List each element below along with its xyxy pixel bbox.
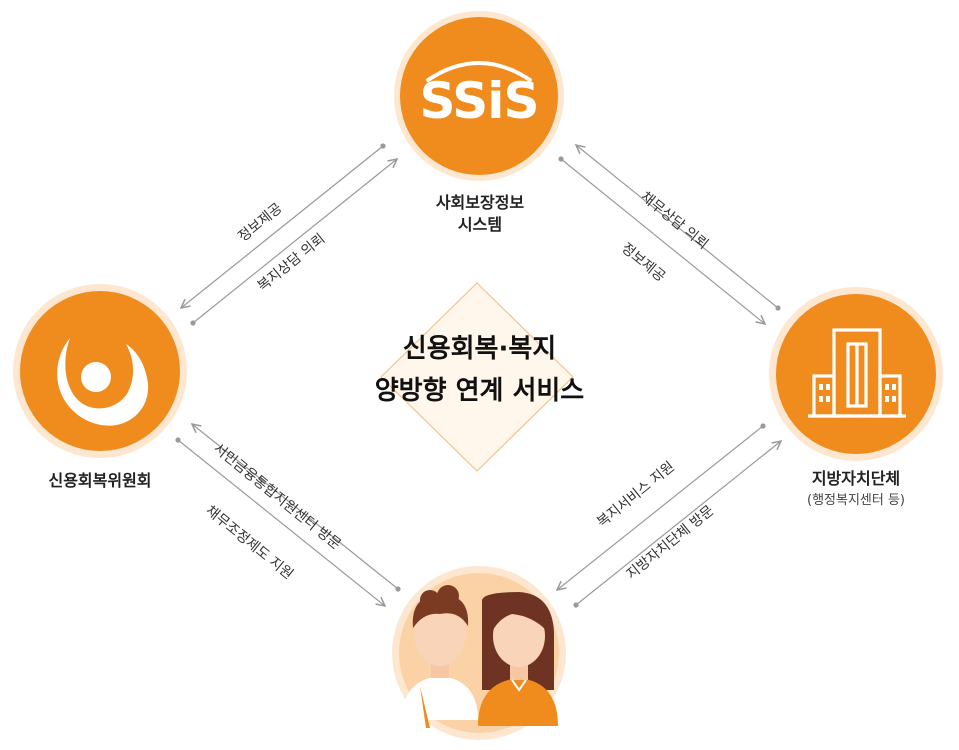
woman-icon (478, 592, 558, 726)
local-government-label: 지방자치단체 (행정복지센터 등) (756, 468, 956, 512)
citizens-node (392, 566, 566, 740)
man-icon (402, 585, 478, 728)
ssis-label-line2: 시스템 (457, 215, 503, 234)
arrows-top-right (558, 145, 781, 324)
local-government-node (769, 287, 943, 461)
ssis-node: SSiS (394, 11, 564, 181)
ssis-label: 사회보장정보 시스템 (380, 192, 580, 236)
credit-committee-logo-icon (57, 338, 149, 426)
local-government-label-main: 지방자치단체 (811, 469, 901, 488)
ssis-logo-text: SSiS (420, 72, 539, 130)
center-title-line2: 양방향 연계 서비스 (374, 376, 585, 406)
center-title-line1: 신용회복·복지 (402, 334, 557, 364)
building-icon (808, 328, 906, 418)
arrows-left-bottom (175, 424, 401, 606)
arrows-top-left (181, 143, 397, 326)
credit-committee-label: 신용회복위원회 (48, 471, 152, 490)
ssis-label-line1: 사회보장정보 (435, 193, 525, 212)
credit-committee-node (13, 284, 187, 458)
center-diamond (380, 282, 574, 472)
arrows-right-bottom (557, 423, 781, 608)
local-government-sublabel: (행정복지센터 등) (807, 493, 905, 508)
